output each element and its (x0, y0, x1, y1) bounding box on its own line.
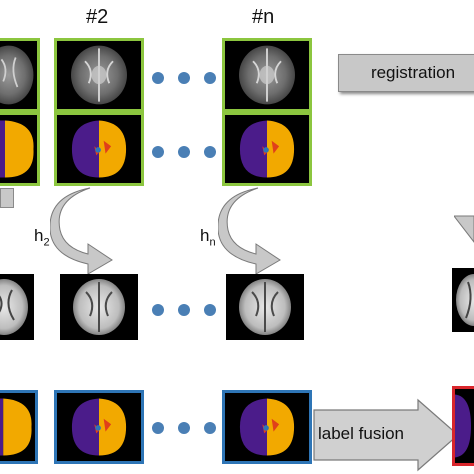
ellipsis-dot (178, 304, 190, 316)
warped-2-label-map (54, 390, 144, 464)
ellipsis-dot (204, 304, 216, 316)
transform-arrow-2 (50, 187, 113, 274)
ellipsis-dot (204, 422, 216, 434)
target-intensity-image (452, 268, 474, 332)
ellipsis-dot (152, 72, 164, 84)
atlas-2-label-map (54, 112, 144, 186)
arrow-stub-right (454, 215, 474, 243)
transform-label-hn: hn (200, 226, 216, 249)
ellipsis-dot (204, 146, 216, 158)
ellipsis-dot (178, 422, 190, 434)
fused-label-map (452, 386, 474, 466)
transform-label-h2: h2 (34, 226, 50, 249)
atlas-1-label-map (0, 112, 40, 186)
ellipsis-dot (152, 422, 164, 434)
label-fusion-arrow (313, 398, 459, 472)
warped-1-intensity-image (0, 274, 34, 340)
warped-2-intensity-image (60, 274, 138, 340)
label-fusion-label: label fusion (318, 424, 405, 443)
warped-n-intensity-image (226, 274, 304, 340)
registration-step-box: registration (338, 54, 474, 92)
warped-1-label-map (0, 390, 38, 464)
atlas-1-intensity-image (0, 38, 40, 112)
ellipsis-dot (178, 146, 190, 158)
atlas-label-n: #n (252, 6, 275, 28)
ellipsis-dot (204, 72, 216, 84)
atlas-n-label-map (222, 112, 312, 186)
registration-label: registration (370, 63, 456, 82)
warped-n-label-map (222, 390, 312, 464)
transform-arrow-n (218, 187, 281, 274)
atlas-label-2: #2 (86, 6, 109, 28)
ellipsis-dot (152, 146, 164, 158)
atlas-n-intensity-image (222, 38, 312, 112)
ellipsis-dot (152, 304, 164, 316)
ellipsis-dot (178, 72, 190, 84)
atlas-2-intensity-image (54, 38, 144, 112)
arrow-stub-left (0, 188, 14, 208)
